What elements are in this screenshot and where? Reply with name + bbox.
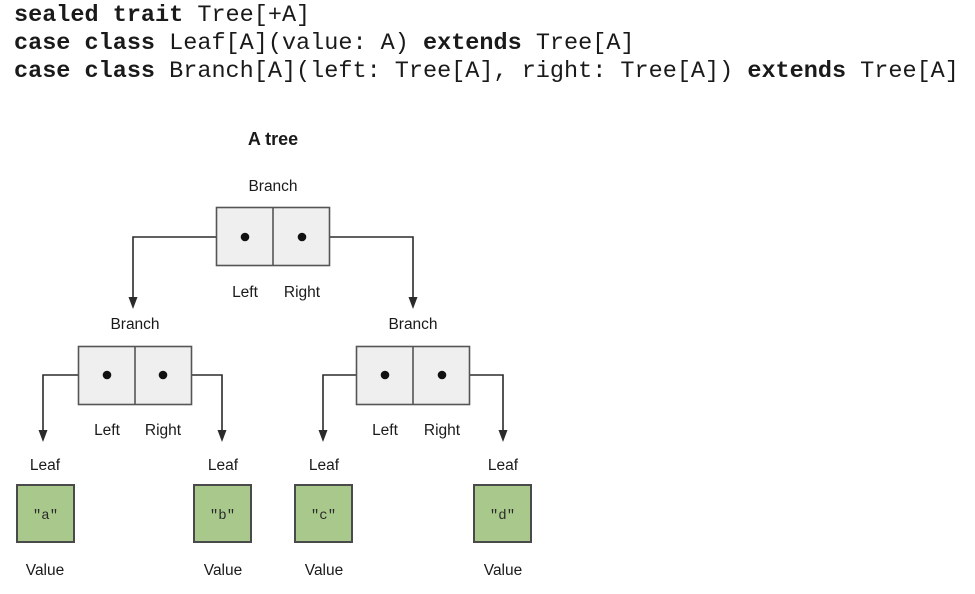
leaf-c-value: "c" [311, 508, 336, 524]
edge-root-left [128, 236, 245, 309]
edge-root-right [302, 236, 418, 309]
node-root-left-slot-label: Left [232, 284, 259, 301]
node-root-right-slot-label: Right [284, 284, 321, 301]
code-line-2: case class Leaf[A](value: A) extends Tre… [14, 30, 959, 58]
leaf-a-value-label: Value [26, 562, 65, 579]
code-line-2-segment-4: Tree[A] [535, 30, 635, 57]
code-line-1-segment-2: Tree[+A] [197, 2, 311, 29]
leaf-b-value: "b" [210, 508, 235, 524]
node-left-right-slot-label: Right [145, 422, 182, 439]
leaf-c-box[interactable] [294, 484, 353, 543]
leaf-c-type-label: Leaf [309, 457, 340, 474]
leaf-a-value: "a" [33, 508, 58, 524]
node-leaf-a[interactable]: Leaf "a" Value [16, 457, 75, 579]
leaf-d-box[interactable] [473, 484, 532, 543]
code-line-1-segment-1: sealed trait [14, 2, 198, 29]
code-line-3-segment-3: extends [747, 58, 861, 85]
node-root-right-pointer[interactable] [297, 232, 307, 242]
diagram-title: A tree [248, 129, 298, 149]
node-leaf-d[interactable]: Leaf "d" Value [473, 457, 532, 579]
node-left-left-slot-label: Left [94, 422, 121, 439]
node-leaf-b[interactable]: Leaf "b" Value [193, 457, 252, 579]
node-right-type-label: Branch [388, 316, 437, 333]
code-block: sealed trait Tree[+A]case class Leaf[A](… [14, 2, 959, 86]
leaf-d-value-label: Value [484, 562, 523, 579]
leaf-c-value-label: Value [305, 562, 344, 579]
tree-diagram: A tree Branch Left Right Bran [0, 110, 975, 594]
node-right-left-pointer[interactable] [380, 370, 390, 380]
code-line-3: case class Branch[A](left: Tree[A], righ… [14, 58, 959, 86]
code-line-3-segment-4: Tree[A] [860, 58, 959, 85]
code-line-2-segment-1: case class [14, 30, 170, 57]
node-left-type-label: Branch [110, 316, 159, 333]
leaf-d-value: "d" [490, 508, 515, 524]
code-line-2-segment-3: extends [422, 30, 536, 57]
node-leaf-c[interactable]: Leaf "c" Value [294, 457, 353, 579]
node-root-left-pointer[interactable] [240, 232, 250, 242]
node-root-branch[interactable]: Branch Left Right [215, 178, 331, 301]
node-left-right-pointer[interactable] [158, 370, 168, 380]
code-line-2-segment-2: Leaf[A](value: A) [169, 30, 423, 57]
code-line-3-segment-1: case class [14, 58, 170, 85]
code-line-3-segment-2: Branch[A](left: Tree[A], right: Tree[A]) [169, 58, 748, 85]
leaf-a-box[interactable] [16, 484, 75, 543]
node-root-type-label: Branch [248, 178, 297, 195]
leaf-b-value-label: Value [204, 562, 243, 579]
node-left-left-pointer[interactable] [102, 370, 112, 380]
node-right-left-slot-label: Left [372, 422, 399, 439]
node-right-right-pointer[interactable] [437, 370, 447, 380]
leaf-d-type-label: Leaf [488, 457, 519, 474]
leaf-b-box[interactable] [193, 484, 252, 543]
node-right-right-slot-label: Right [424, 422, 461, 439]
code-line-1: sealed trait Tree[+A] [14, 2, 959, 30]
leaf-a-type-label: Leaf [30, 457, 61, 474]
node-right-branch[interactable]: Branch Left Right [355, 316, 471, 439]
leaf-b-type-label: Leaf [208, 457, 239, 474]
node-left-branch[interactable]: Branch Left Right [77, 316, 193, 439]
